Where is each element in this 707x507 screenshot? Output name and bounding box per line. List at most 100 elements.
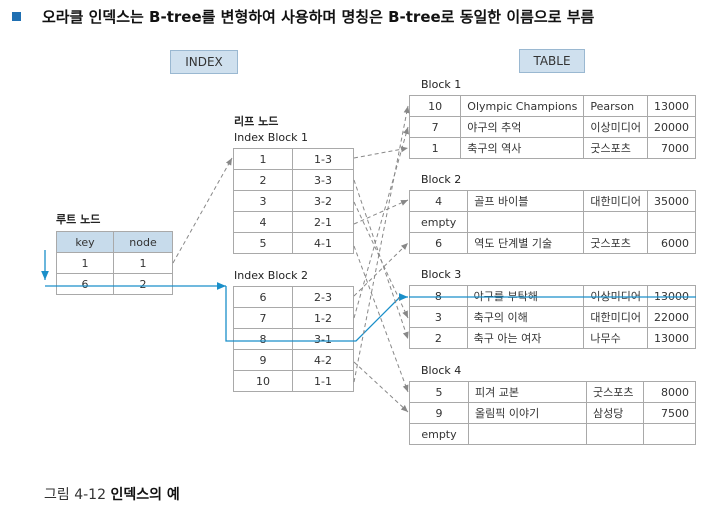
- index-key-cell: 3: [233, 190, 293, 212]
- index-section-label: INDEX: [170, 50, 238, 74]
- title-cell: 골프 바이블: [467, 190, 585, 212]
- title-cell: 축구의 이해: [466, 306, 585, 328]
- price-cell: 13000: [647, 327, 696, 349]
- rowid-cell: 4-2: [292, 349, 354, 371]
- title-cell: 축구 아는 여자: [466, 327, 585, 349]
- index-key-cell: 2: [233, 169, 293, 191]
- id-cell: 10: [408, 95, 462, 117]
- id-cell: 5: [409, 381, 469, 403]
- price-cell: 7000: [647, 137, 696, 159]
- publisher-cell: [586, 423, 644, 445]
- page-heading: 오라클 인덱스는 B-tree를 변형하여 사용하며 명칭은 B-tree로 동…: [42, 8, 595, 26]
- title-cell: 축구의 역사: [460, 137, 585, 159]
- root-header-row: key node: [56, 231, 173, 253]
- publisher-cell: 이상미디어: [583, 285, 648, 307]
- title-cell: 역도 단계별 기술: [467, 232, 585, 254]
- rowid-cell: 1-2: [292, 307, 354, 329]
- publisher-cell: 굿스포츠: [583, 232, 648, 254]
- caption-prefix: 그림 4-12: [44, 487, 106, 503]
- figure-caption: 그림 4-12 인덱스의 예: [44, 484, 180, 504]
- price-cell: [643, 423, 696, 445]
- index-key-cell: 5: [233, 232, 293, 254]
- root-to-block1-arrow: [172, 157, 233, 264]
- root-node-table: key node 1 1 6 2: [56, 231, 173, 295]
- table-row: empty: [409, 423, 696, 445]
- publisher-cell: 나무수: [583, 327, 648, 349]
- bullet-square-icon: [12, 12, 21, 21]
- title-cell: 피겨 교본: [468, 381, 587, 403]
- price-cell: [647, 211, 696, 233]
- root-node-title: 루트 노드: [56, 213, 101, 226]
- index-key-cell: 7: [233, 307, 293, 329]
- id-cell: 3: [409, 306, 468, 328]
- price-cell: 13000: [647, 285, 696, 307]
- index-key-cell: 9: [233, 349, 293, 371]
- index-key-cell: 10: [233, 370, 293, 392]
- price-cell: 20000: [647, 116, 696, 138]
- index-key-cell: 4: [233, 211, 293, 233]
- table-row: 6 2: [56, 273, 173, 295]
- index-key-cell: 8: [233, 328, 293, 350]
- rowid-cell: 3-3: [292, 169, 354, 191]
- rowid-cell: 3-2: [292, 190, 354, 212]
- price-cell: 22000: [647, 306, 696, 328]
- rowid-cell: 3-1: [292, 328, 354, 350]
- id-cell: 1: [408, 137, 462, 159]
- block-title: Block 2: [421, 173, 462, 186]
- root-node-cell: 2: [113, 273, 173, 295]
- table-row: 1 1: [56, 252, 173, 274]
- title-cell: 야구를 부탁해: [466, 285, 585, 307]
- title-cell: [467, 211, 585, 233]
- price-cell: 6000: [647, 232, 696, 254]
- publisher-cell: [583, 211, 648, 233]
- root-key-cell: 6: [56, 273, 114, 295]
- root-node-cell: 1: [113, 252, 173, 274]
- id-cell: 6: [408, 232, 469, 254]
- price-cell: 7500: [643, 402, 696, 424]
- publisher-cell: 삼성당: [586, 402, 644, 424]
- block-title: Block 1: [421, 78, 462, 91]
- leaf-node-title: 리프 노드: [234, 115, 279, 128]
- block-title: Block 4: [421, 364, 462, 377]
- publisher-cell: 대한미디어: [583, 190, 648, 212]
- index-key-cell: 1: [233, 148, 293, 170]
- block-title: Block 3: [421, 268, 462, 281]
- rowid-cell: 4-1: [292, 232, 354, 254]
- publisher-cell: 이상미디어: [583, 116, 648, 138]
- root-header-key: key: [56, 231, 114, 253]
- caption-title: 인덱스의 예: [110, 487, 180, 503]
- root-key-cell: 1: [56, 252, 114, 274]
- id-cell: 8: [409, 285, 468, 307]
- price-cell: 35000: [647, 190, 696, 212]
- publisher-cell: 굿스포츠: [586, 381, 644, 403]
- title-cell: Olympic Champions: [460, 95, 585, 117]
- publisher-cell: 굿스포츠: [583, 137, 648, 159]
- price-cell: 8000: [643, 381, 696, 403]
- rowid-pointer-lines: [353, 105, 410, 413]
- index-key-cell: 6: [233, 286, 293, 308]
- index-block-title: Index Block 1: [234, 131, 309, 144]
- rowid-cell: 1-3: [292, 148, 354, 170]
- title-cell: 올림픽 이야기: [468, 402, 587, 424]
- id-cell: empty: [409, 423, 469, 445]
